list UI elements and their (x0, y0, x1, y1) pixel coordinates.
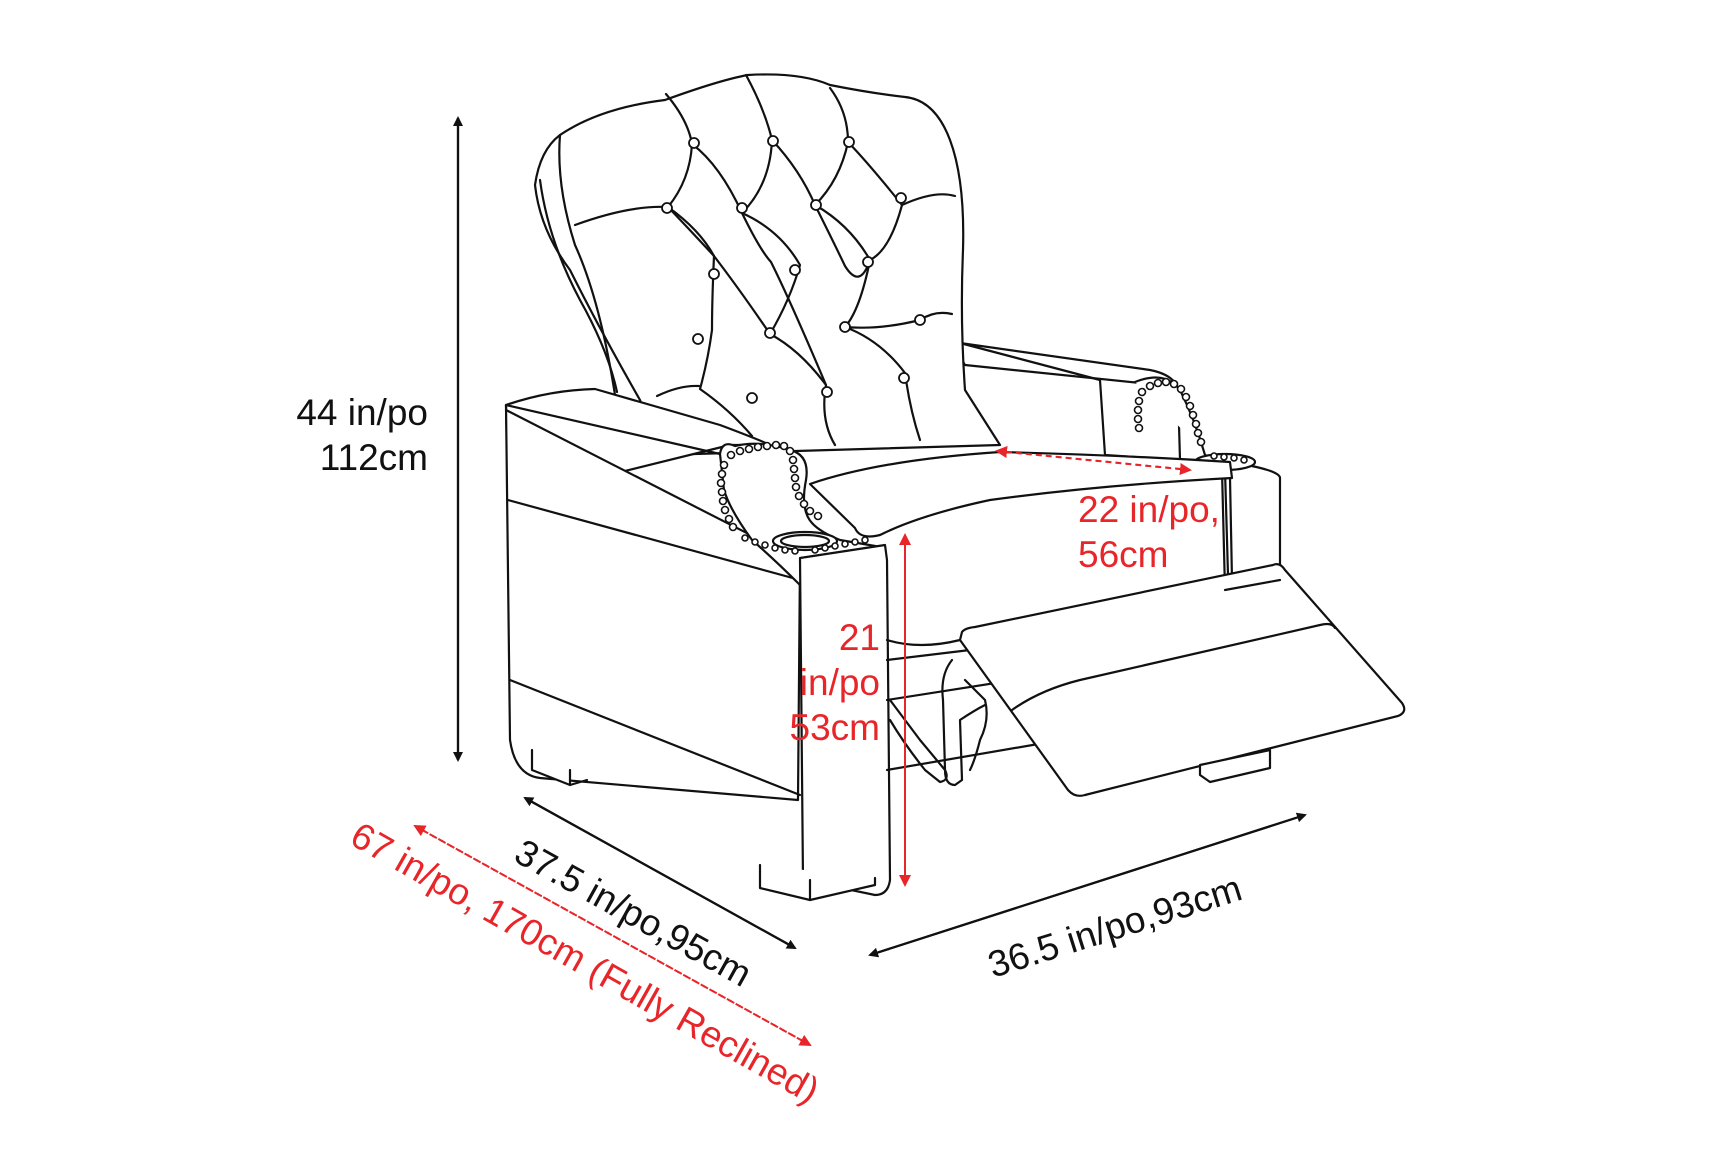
height-label-inches: 44 in/po (296, 392, 428, 433)
recliner-mechanism (885, 636, 1052, 787)
seat-cushion (808, 450, 1234, 582)
right-nailhead-trim (1133, 377, 1248, 464)
width-arrow-end (869, 812, 1307, 957)
right-arm-base (1223, 578, 1282, 592)
width-label: 36.5 in/po,93cm (983, 867, 1246, 985)
depth-arrow-end (524, 797, 797, 949)
seat-height-label-unit: in/po (800, 662, 880, 703)
tufting-buttons (661, 135, 926, 404)
extended-footrest (958, 563, 1406, 797)
seat-height-label-number: 21 (839, 617, 880, 658)
seat-depth-arrow-end (996, 450, 1192, 475)
height-label-cm: 112cm (320, 437, 428, 478)
dimension-annotations (413, 116, 1307, 1046)
tufted-backrest (533, 73, 1002, 457)
chair-feet (530, 748, 877, 902)
seat-depth-label-cm: 56cm (1078, 534, 1168, 575)
recliner-chair-illustration (504, 73, 1406, 902)
seat-depth-label-inches: 22 in/po, (1078, 489, 1220, 530)
seat-height-label-cm: 53cm (790, 707, 880, 748)
left-nailhead-trim (716, 440, 869, 555)
left-armrest (504, 387, 892, 897)
